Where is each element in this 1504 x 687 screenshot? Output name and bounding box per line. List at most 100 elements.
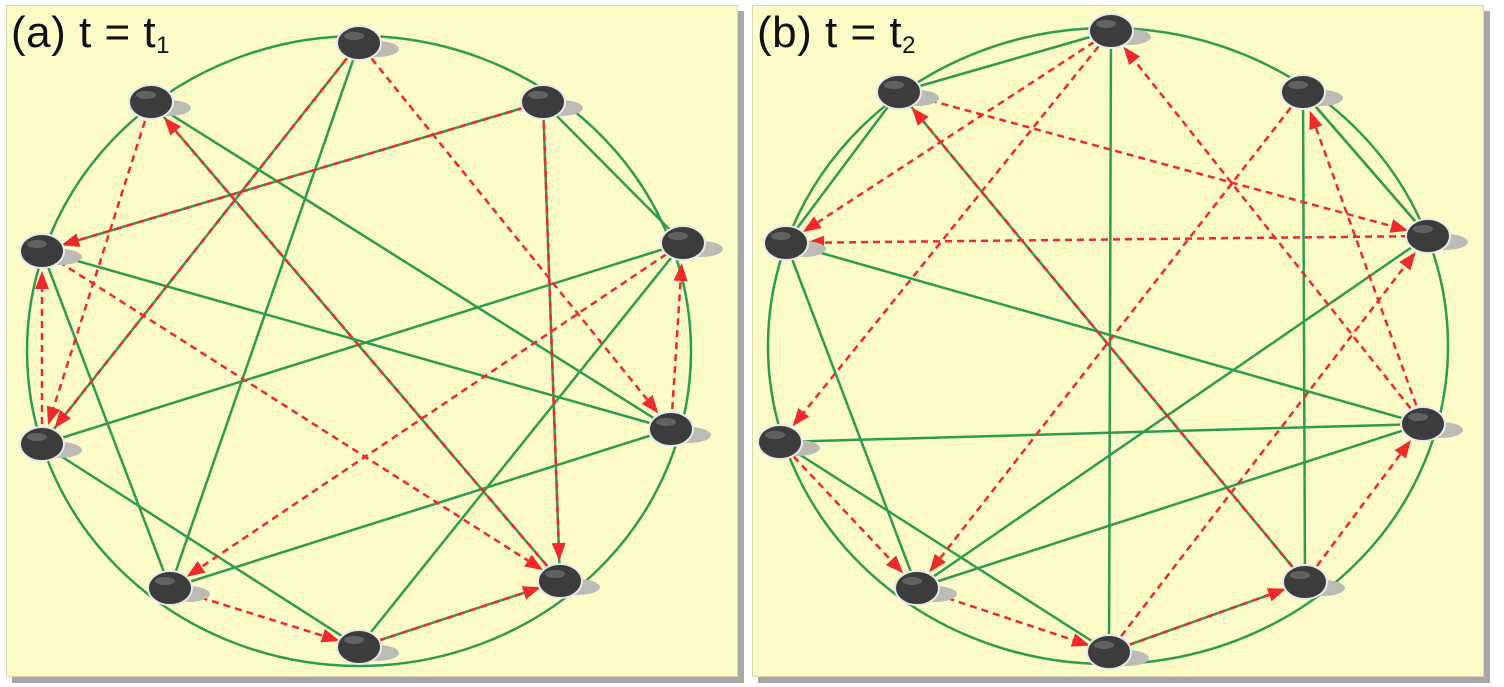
network-node — [128, 84, 191, 120]
network-node — [648, 411, 711, 447]
solid-edge — [542, 101, 684, 244]
node-body — [1282, 564, 1328, 600]
arrowhead-icon — [1389, 219, 1409, 233]
arrowhead-icon — [551, 542, 566, 562]
node-body — [648, 411, 694, 447]
arrowhead-icon — [521, 586, 541, 600]
node-body — [660, 225, 706, 261]
solid-edge — [41, 249, 672, 431]
arrowhead-icon — [46, 405, 61, 425]
network-node — [757, 424, 820, 460]
network-node — [1282, 564, 1345, 600]
node-body — [147, 570, 193, 606]
dashed-arrow-line — [1315, 453, 1402, 567]
node-highlight — [155, 577, 175, 585]
solid-edge — [1301, 91, 1307, 583]
dashed-arrow — [188, 592, 340, 643]
solid-edge — [916, 234, 1429, 590]
network-node — [894, 570, 957, 606]
dashed-arrow-line — [935, 593, 1074, 642]
network-node — [1405, 218, 1468, 254]
dashed-arrow-line — [917, 96, 1392, 228]
solid-edge — [898, 29, 1112, 94]
arrowhead-icon — [1394, 440, 1412, 459]
node-body — [763, 225, 809, 261]
node-highlight — [27, 433, 47, 441]
dashed-arrow — [58, 260, 544, 571]
network-node — [19, 233, 82, 269]
dashed-arrow — [377, 586, 541, 642]
solid-edge — [169, 427, 672, 590]
node-highlight — [668, 232, 688, 240]
panel-label-b: (b) t = t2 — [757, 8, 916, 60]
dashed-arrow — [1315, 440, 1412, 567]
node-body — [537, 563, 583, 599]
node-body — [876, 74, 922, 110]
node-body — [19, 426, 65, 462]
dashed-arrow-line — [823, 234, 1409, 244]
dashed-arrow — [46, 120, 147, 425]
panel-label-b-text: (b) t = t — [757, 8, 903, 57]
node-highlight — [136, 91, 156, 99]
dashed-arrow-line — [52, 120, 147, 409]
dashed-arrow — [163, 117, 548, 567]
arrowhead-icon — [186, 560, 206, 577]
dashed-arrow-line — [188, 592, 324, 637]
dashed-arrow-line — [377, 591, 525, 642]
dashed-arrow — [1120, 251, 1416, 637]
panel-label-b-subscript: 2 — [902, 32, 916, 59]
dashed-arrow-line — [1120, 265, 1406, 637]
dashed-arrow-line — [1133, 59, 1412, 410]
node-highlight — [1094, 641, 1114, 649]
dashed-arrow-line — [200, 253, 668, 568]
dashed-arrow-line — [817, 40, 1095, 224]
panel-label-a: (a) t = t1 — [11, 8, 170, 60]
network-node — [1400, 406, 1463, 442]
dashed-arrow — [671, 262, 688, 410]
node-body — [894, 570, 940, 606]
arrowhead-icon — [1399, 251, 1416, 271]
network-node — [19, 426, 82, 462]
solid-edge — [41, 442, 360, 649]
solid-edge — [779, 422, 1424, 444]
node-highlight — [765, 431, 785, 439]
dashed-arrow — [61, 106, 525, 247]
dashed-arrow — [1127, 588, 1287, 647]
node-body — [128, 84, 174, 120]
solid-edge — [40, 250, 172, 589]
node-body — [1400, 406, 1446, 442]
node-body — [19, 233, 65, 269]
dashed-arrow-line — [1127, 593, 1270, 647]
network-node — [1088, 13, 1151, 49]
arrowhead-icon — [802, 216, 822, 233]
dashed-arrow-line — [542, 121, 560, 544]
node-body — [336, 629, 382, 665]
arrowhead-icon — [641, 395, 659, 414]
dashed-arrow — [186, 253, 668, 577]
node-body — [1280, 74, 1326, 110]
dashed-arrow — [802, 40, 1095, 233]
node-body — [1405, 218, 1451, 254]
node-highlight — [884, 81, 904, 89]
dashed-arrow — [1309, 110, 1418, 406]
solid-edge — [779, 440, 1110, 654]
network-node — [336, 629, 399, 665]
solid-edge — [784, 91, 901, 244]
dashed-arrow — [54, 57, 348, 429]
dashed-arrow — [935, 593, 1091, 647]
arrowhead-icon — [1266, 588, 1287, 602]
network-node — [1086, 634, 1149, 670]
arrowhead-icon — [792, 408, 810, 427]
solid-edge — [168, 42, 361, 589]
dashed-arrow-line — [671, 280, 682, 410]
network-node — [520, 84, 583, 120]
dashed-arrow-line — [58, 260, 529, 562]
arrowhead-icon — [673, 262, 688, 282]
dashed-arrow-line — [802, 45, 1100, 414]
dashed-arrow — [792, 45, 1100, 427]
arrowhead-icon — [1309, 110, 1323, 131]
dashed-arrow-line — [64, 57, 348, 415]
node-body — [336, 25, 382, 61]
network-diagram-a — [19, 25, 723, 668]
network-node — [763, 225, 826, 261]
